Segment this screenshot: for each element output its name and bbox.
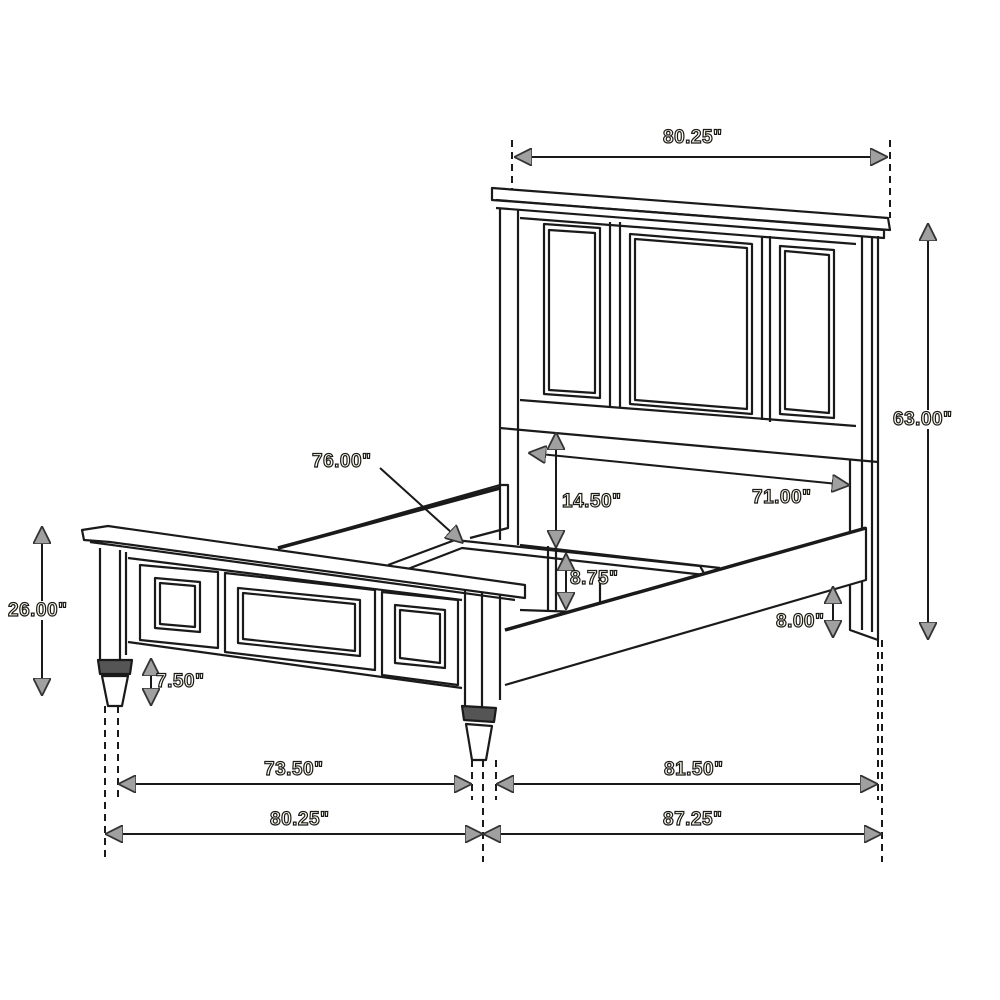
dim-panel-clearance: 14.50" (561, 491, 622, 512)
dim-side-rail-clearance: 8.00" (775, 611, 825, 632)
dim-inner-length-diagonal: 76.00" (311, 451, 372, 472)
dim-footboard-inner-width: 73.50" (263, 759, 324, 780)
dim-overall-length: 87.25" (662, 809, 723, 830)
footboard (80, 524, 527, 762)
dim-inner-width: 71.00" (751, 487, 812, 508)
dim-headboard-width: 80.25" (662, 127, 723, 148)
dim-footboard-overall-width: 80.25" (269, 809, 330, 830)
right-side-rail (504, 526, 868, 687)
left-side-rail (277, 483, 510, 550)
dim-slat-clearance: 8.75" (569, 568, 619, 589)
dim-footboard-clearance: 7.50" (155, 671, 205, 692)
dim-inner-length: 81.50" (663, 759, 724, 780)
dim-headboard-height: 63.00" (892, 409, 953, 430)
dim-footboard-height: 26.00" (7, 600, 68, 621)
